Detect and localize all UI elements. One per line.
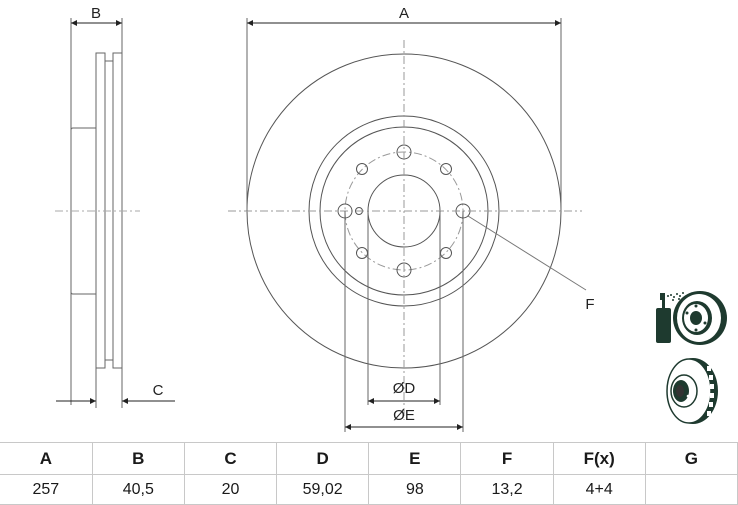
- vented-disc-icon: [666, 358, 718, 424]
- value-d: 59,02: [276, 474, 370, 505]
- value-b: 40,5: [91, 474, 185, 505]
- dim-label-c: C: [153, 382, 164, 399]
- header-e: E: [368, 442, 462, 475]
- header-c: C: [183, 442, 278, 475]
- value-c: 20: [183, 474, 278, 505]
- brake-disc-drawing: B C A ØD: [55, 5, 727, 432]
- header-fx: F(x): [552, 442, 646, 475]
- dim-label-f: F: [585, 296, 594, 313]
- value-a: 257: [0, 474, 93, 505]
- front-view: [228, 18, 587, 432]
- spec-table-value-row: 257 40,5 20 59,02 98 13,2 4+4: [0, 474, 738, 505]
- header-b: B: [91, 442, 185, 475]
- header-g: G: [644, 442, 738, 475]
- value-f: 13,2: [460, 474, 554, 505]
- dim-label-b: B: [91, 5, 101, 22]
- value-e: 98: [368, 474, 462, 505]
- header-f: F: [460, 442, 554, 475]
- header-d: D: [276, 442, 370, 475]
- header-a: A: [0, 442, 93, 475]
- dim-label-e: ØE: [393, 407, 415, 424]
- spec-table-header-row: A B C D E F F(x) G: [0, 442, 738, 475]
- dim-label-d: ØD: [393, 380, 416, 397]
- side-profile-view: [55, 18, 140, 408]
- value-fx: 4+4: [552, 474, 646, 505]
- value-g: [644, 474, 738, 505]
- spec-table: A B C D E F F(x) G 257 40,5 20 59,02 98 …: [0, 442, 738, 505]
- coated-disc-spray-icon: [656, 291, 727, 345]
- dim-label-a: A: [399, 5, 409, 22]
